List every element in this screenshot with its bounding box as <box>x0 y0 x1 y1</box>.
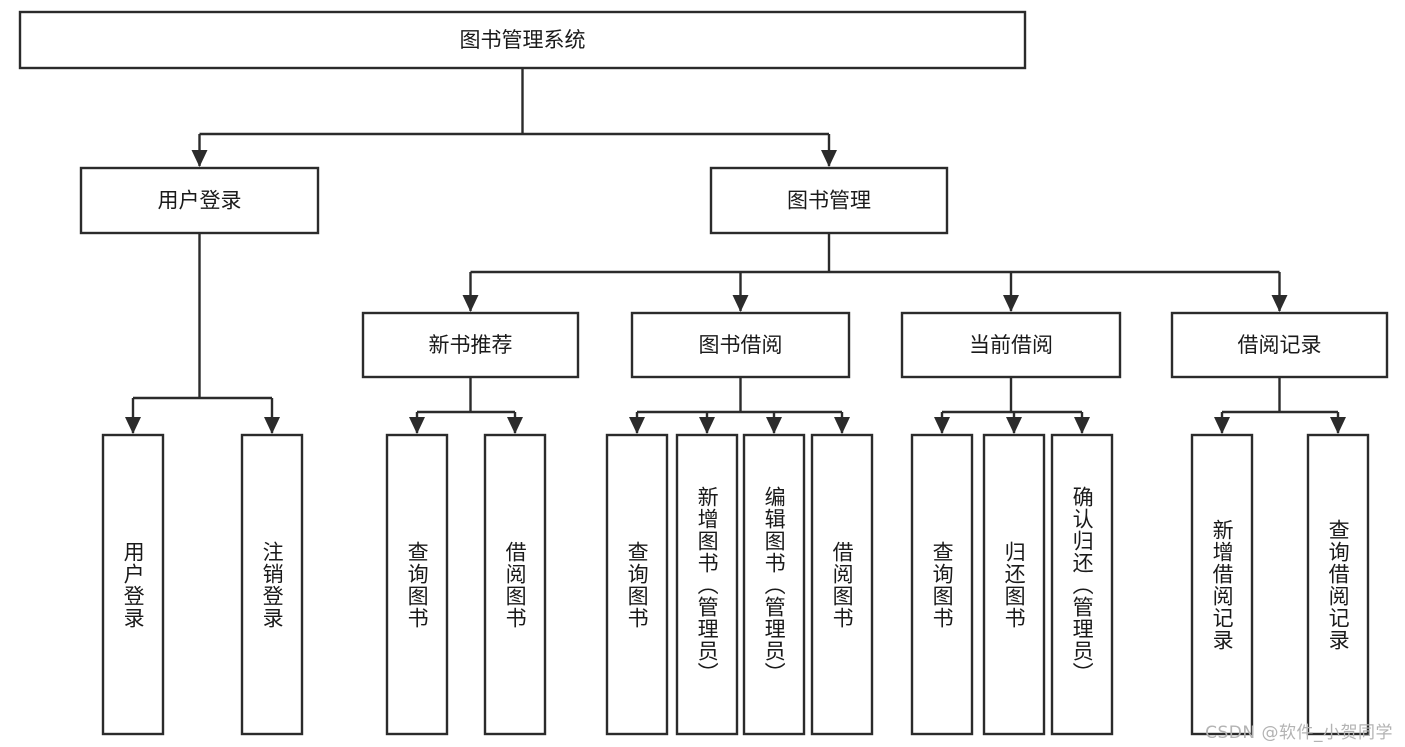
arrow-head-icon <box>1271 295 1288 312</box>
arrow-head-icon <box>1214 417 1230 434</box>
node-borrow-record-label: 借阅记录 <box>1238 333 1322 357</box>
arrow-head-icon <box>409 417 425 434</box>
connector-layer <box>125 68 1346 434</box>
arrow-head-icon <box>699 417 715 434</box>
node-book-manage-box[interactable] <box>709 166 949 235</box>
arrow-head-icon <box>821 150 837 167</box>
arrow-head-icon <box>125 417 141 434</box>
node-borrow-record[interactable]: 借阅记录 <box>1170 311 1389 379</box>
node-leaf-return-book-box[interactable] <box>982 433 1046 736</box>
node-leaf-query-book-borrow[interactable] <box>605 433 669 736</box>
node-leaf-query-book-current[interactable] <box>910 433 974 736</box>
node-leaf-query-book-current-box[interactable] <box>910 433 974 736</box>
arrow-head-icon <box>264 417 280 434</box>
node-current-borrow-box[interactable] <box>900 311 1122 379</box>
node-user-login-box[interactable] <box>79 166 320 235</box>
arrow-head-icon <box>191 150 208 167</box>
node-leaf-borrow-book[interactable] <box>810 433 874 736</box>
arrow-head-icon <box>1330 417 1346 434</box>
node-book-manage[interactable]: 图书管理 <box>709 166 949 235</box>
node-leaf-confirm-return-admin[interactable] <box>1050 433 1114 736</box>
arrow-head-icon <box>1074 417 1090 434</box>
node-new-book-recommend[interactable]: 新书推荐 <box>361 311 580 379</box>
node-book-manage-label: 图书管理 <box>787 189 871 213</box>
node-leaf-add-borrow-record[interactable] <box>1190 433 1254 736</box>
node-leaf-user-logout-box[interactable] <box>240 433 304 736</box>
arrow-head-icon <box>629 417 645 434</box>
watermark-text: CSDN @软件_小贺同学 <box>1205 723 1393 743</box>
node-leaf-user-login-box[interactable] <box>101 433 165 736</box>
node-leaf-add-book-admin[interactable] <box>675 433 739 736</box>
arrow-head-icon <box>507 417 523 434</box>
node-new-book-recommend-label: 新书推荐 <box>429 333 513 357</box>
node-leaf-query-book-rec-box[interactable] <box>385 433 449 736</box>
node-leaf-return-book[interactable] <box>982 433 1046 736</box>
node-root-label: 图书管理系统 <box>460 28 586 52</box>
node-borrow-record-box[interactable] <box>1170 311 1389 379</box>
node-leaf-borrow-book-rec-box[interactable] <box>483 433 547 736</box>
node-leaf-edit-book-admin-box[interactable] <box>742 433 806 736</box>
node-leaf-query-borrow-record-box[interactable] <box>1306 433 1370 736</box>
arrow-head-icon <box>766 417 782 434</box>
arrow-head-icon <box>732 295 749 312</box>
node-leaf-borrow-book-box[interactable] <box>810 433 874 736</box>
node-leaf-user-logout[interactable] <box>240 433 304 736</box>
arrow-head-icon <box>1003 295 1019 312</box>
arrow-head-icon <box>934 417 950 434</box>
arrow-head-icon <box>1006 417 1022 434</box>
node-leaf-query-book-borrow-box[interactable] <box>605 433 669 736</box>
node-leaf-add-borrow-record-box[interactable] <box>1190 433 1254 736</box>
node-leaf-confirm-return-admin-box[interactable] <box>1050 433 1114 736</box>
node-root-box[interactable] <box>18 10 1027 70</box>
node-root[interactable]: 图书管理系统 <box>18 10 1027 70</box>
node-leaf-query-borrow-record[interactable] <box>1306 433 1370 736</box>
node-book-borrow-box[interactable] <box>630 311 851 379</box>
node-leaf-edit-book-admin[interactable] <box>742 433 806 736</box>
node-book-borrow[interactable]: 图书借阅 <box>630 311 851 379</box>
node-new-book-recommend-box[interactable] <box>361 311 580 379</box>
node-leaf-add-book-admin-box[interactable] <box>675 433 739 736</box>
node-user-login[interactable]: 用户登录 <box>79 166 320 235</box>
node-user-login-label: 用户登录 <box>158 189 242 213</box>
node-leaf-query-book-rec[interactable] <box>385 433 449 736</box>
node-leaf-borrow-book-rec[interactable] <box>483 433 547 736</box>
node-current-borrow-label: 当前借阅 <box>969 333 1053 357</box>
node-book-borrow-label: 图书借阅 <box>699 333 783 357</box>
node-leaf-user-login[interactable] <box>101 433 165 736</box>
arrow-head-icon <box>834 417 850 434</box>
node-current-borrow[interactable]: 当前借阅 <box>900 311 1122 379</box>
arrow-head-icon <box>462 295 479 312</box>
